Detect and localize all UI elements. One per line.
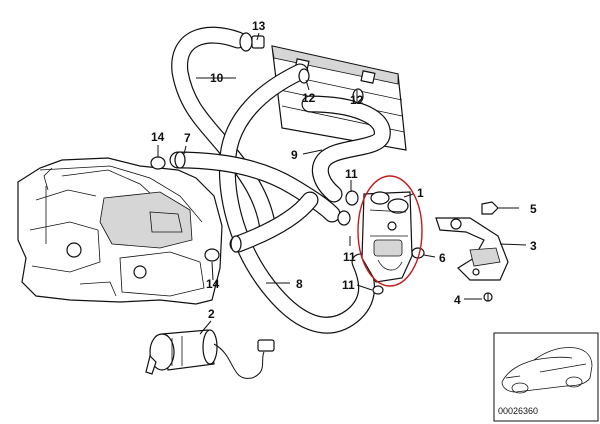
callout-labels: 13 10 12 12 14 7 9 11 1 5 3 11 6 14 8 11…	[151, 19, 537, 321]
callout-11-middle: 11	[343, 250, 356, 264]
callout-7: 7	[184, 131, 191, 145]
callout-9: 9	[291, 148, 298, 162]
hose-10	[171, 26, 277, 239]
callout-12-right: 12	[350, 93, 364, 107]
hose-connector-7	[229, 191, 319, 253]
callout-8: 8	[296, 277, 303, 291]
valve-highlight-ring	[357, 175, 423, 287]
callout-5: 5	[530, 202, 537, 216]
vehicle-inset: 00026360	[493, 332, 599, 422]
callout-11-top: 11	[345, 167, 358, 181]
hose-clamps	[150, 32, 425, 295]
callout-1: 1	[417, 186, 424, 200]
callout-6: 6	[439, 251, 446, 265]
hose-8	[218, 63, 376, 334]
car-outline-icon	[501, 347, 593, 394]
water-pump	[145, 329, 275, 379]
callout-14-top: 14	[151, 130, 165, 144]
callout-2: 2	[208, 307, 215, 321]
callout-13: 13	[252, 19, 266, 33]
hose-7	[169, 151, 341, 223]
callout-3: 3	[530, 239, 537, 253]
engine-block	[17, 157, 223, 305]
callout-10: 10	[210, 71, 224, 85]
water-valve-assembly	[361, 191, 413, 283]
hose-9	[301, 95, 391, 203]
mounting-bracket	[435, 217, 509, 281]
callout-4: 4	[454, 293, 461, 307]
diagram-reference-code: 00026360	[498, 406, 538, 416]
bolt-5	[481, 201, 499, 215]
callout-11-bottom: 11	[342, 278, 355, 292]
leader-lines	[157, 32, 527, 335]
callout-12-left: 12	[302, 91, 316, 105]
callout-14-bottom: 14	[206, 277, 220, 291]
screw-4	[483, 292, 493, 302]
